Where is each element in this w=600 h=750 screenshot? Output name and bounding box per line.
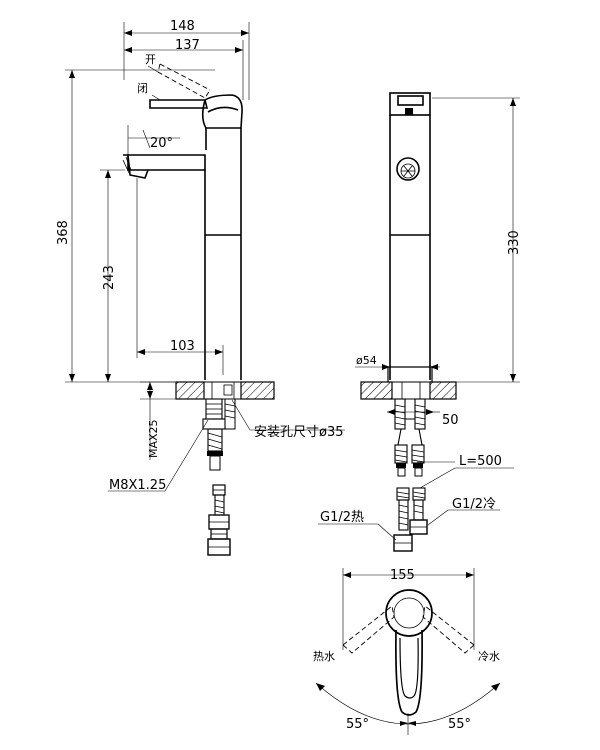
front-body <box>389 115 431 380</box>
hot-water-label: 热水 <box>313 650 335 663</box>
dim-368-label: 368 <box>56 220 71 245</box>
front-handle <box>389 92 431 116</box>
dim-137-label: 137 <box>175 38 200 53</box>
dim-50-label: 50 <box>442 413 459 428</box>
side-handle <box>149 94 243 129</box>
dim-reach: 103 <box>136 178 224 375</box>
hose-length-label: L=500 <box>459 454 502 469</box>
bolt-label: M8X1.25 <box>109 478 166 493</box>
dim-54-label: ø54 <box>356 354 377 367</box>
cold-connection-annotation: G1/2冷 <box>427 497 500 526</box>
top-view: 155 热水 冷水 55° 55° <box>313 568 501 735</box>
hot-connection-label: G1/2热 <box>320 510 364 525</box>
angle-20-label: 20° <box>150 136 173 151</box>
top-handle-rotations <box>342 605 475 654</box>
dim-height-front: 330 <box>432 97 522 383</box>
hot-connection-annotation: G1/2热 <box>318 510 397 541</box>
close-label: 闭 <box>137 82 148 95</box>
dim-330-label: 330 <box>507 230 522 255</box>
dim-width-spout: 137 <box>124 38 244 100</box>
front-hoses-lower <box>393 487 428 552</box>
top-handle <box>385 589 433 716</box>
rotation-arc: 55° 55° <box>315 682 501 735</box>
dim-148-label: 148 <box>170 19 195 34</box>
cold-connection-label: G1/2冷 <box>452 497 496 512</box>
angle-20-annotation: 20° <box>127 125 180 155</box>
lever-open-dashed <box>157 63 211 99</box>
front-shanks <box>394 398 426 477</box>
side-hose <box>207 484 231 556</box>
dim-height-spout: 243 <box>100 169 125 382</box>
dim-base-diameter: ø54 <box>355 354 440 382</box>
hole-size-label: 安装孔尺寸ø35 <box>254 425 344 440</box>
dim-width-total: 148 <box>123 19 250 100</box>
dim-155-label: 155 <box>390 568 415 583</box>
cold-water-label: 冷水 <box>478 650 500 663</box>
side-body <box>204 128 242 380</box>
hole-size-annotation: 安装孔尺寸ø35 <box>231 399 345 440</box>
bolt-annotation: M8X1.25 <box>108 419 209 493</box>
side-view: 148 137 开 闭 <box>56 19 345 556</box>
front-view: 330 ø54 50 <box>318 92 522 552</box>
side-deck <box>175 381 275 400</box>
dim-max25-label: MAX25 <box>147 419 160 458</box>
dim-103-label: 103 <box>170 339 195 354</box>
dim-width-top: 155 <box>342 568 475 650</box>
angle-left-label: 55° <box>346 717 369 732</box>
dim-243-label: 243 <box>102 265 117 290</box>
open-label: 开 <box>145 53 156 66</box>
dim-height-total: 368 <box>56 69 215 383</box>
dim-max-deck: MAX25 <box>140 381 176 460</box>
side-spout <box>122 154 206 179</box>
hose-length-annotation: L=500 <box>417 454 514 489</box>
front-deck <box>360 381 457 400</box>
angle-right-label: 55° <box>448 717 471 732</box>
side-mounting-shank <box>202 398 236 471</box>
